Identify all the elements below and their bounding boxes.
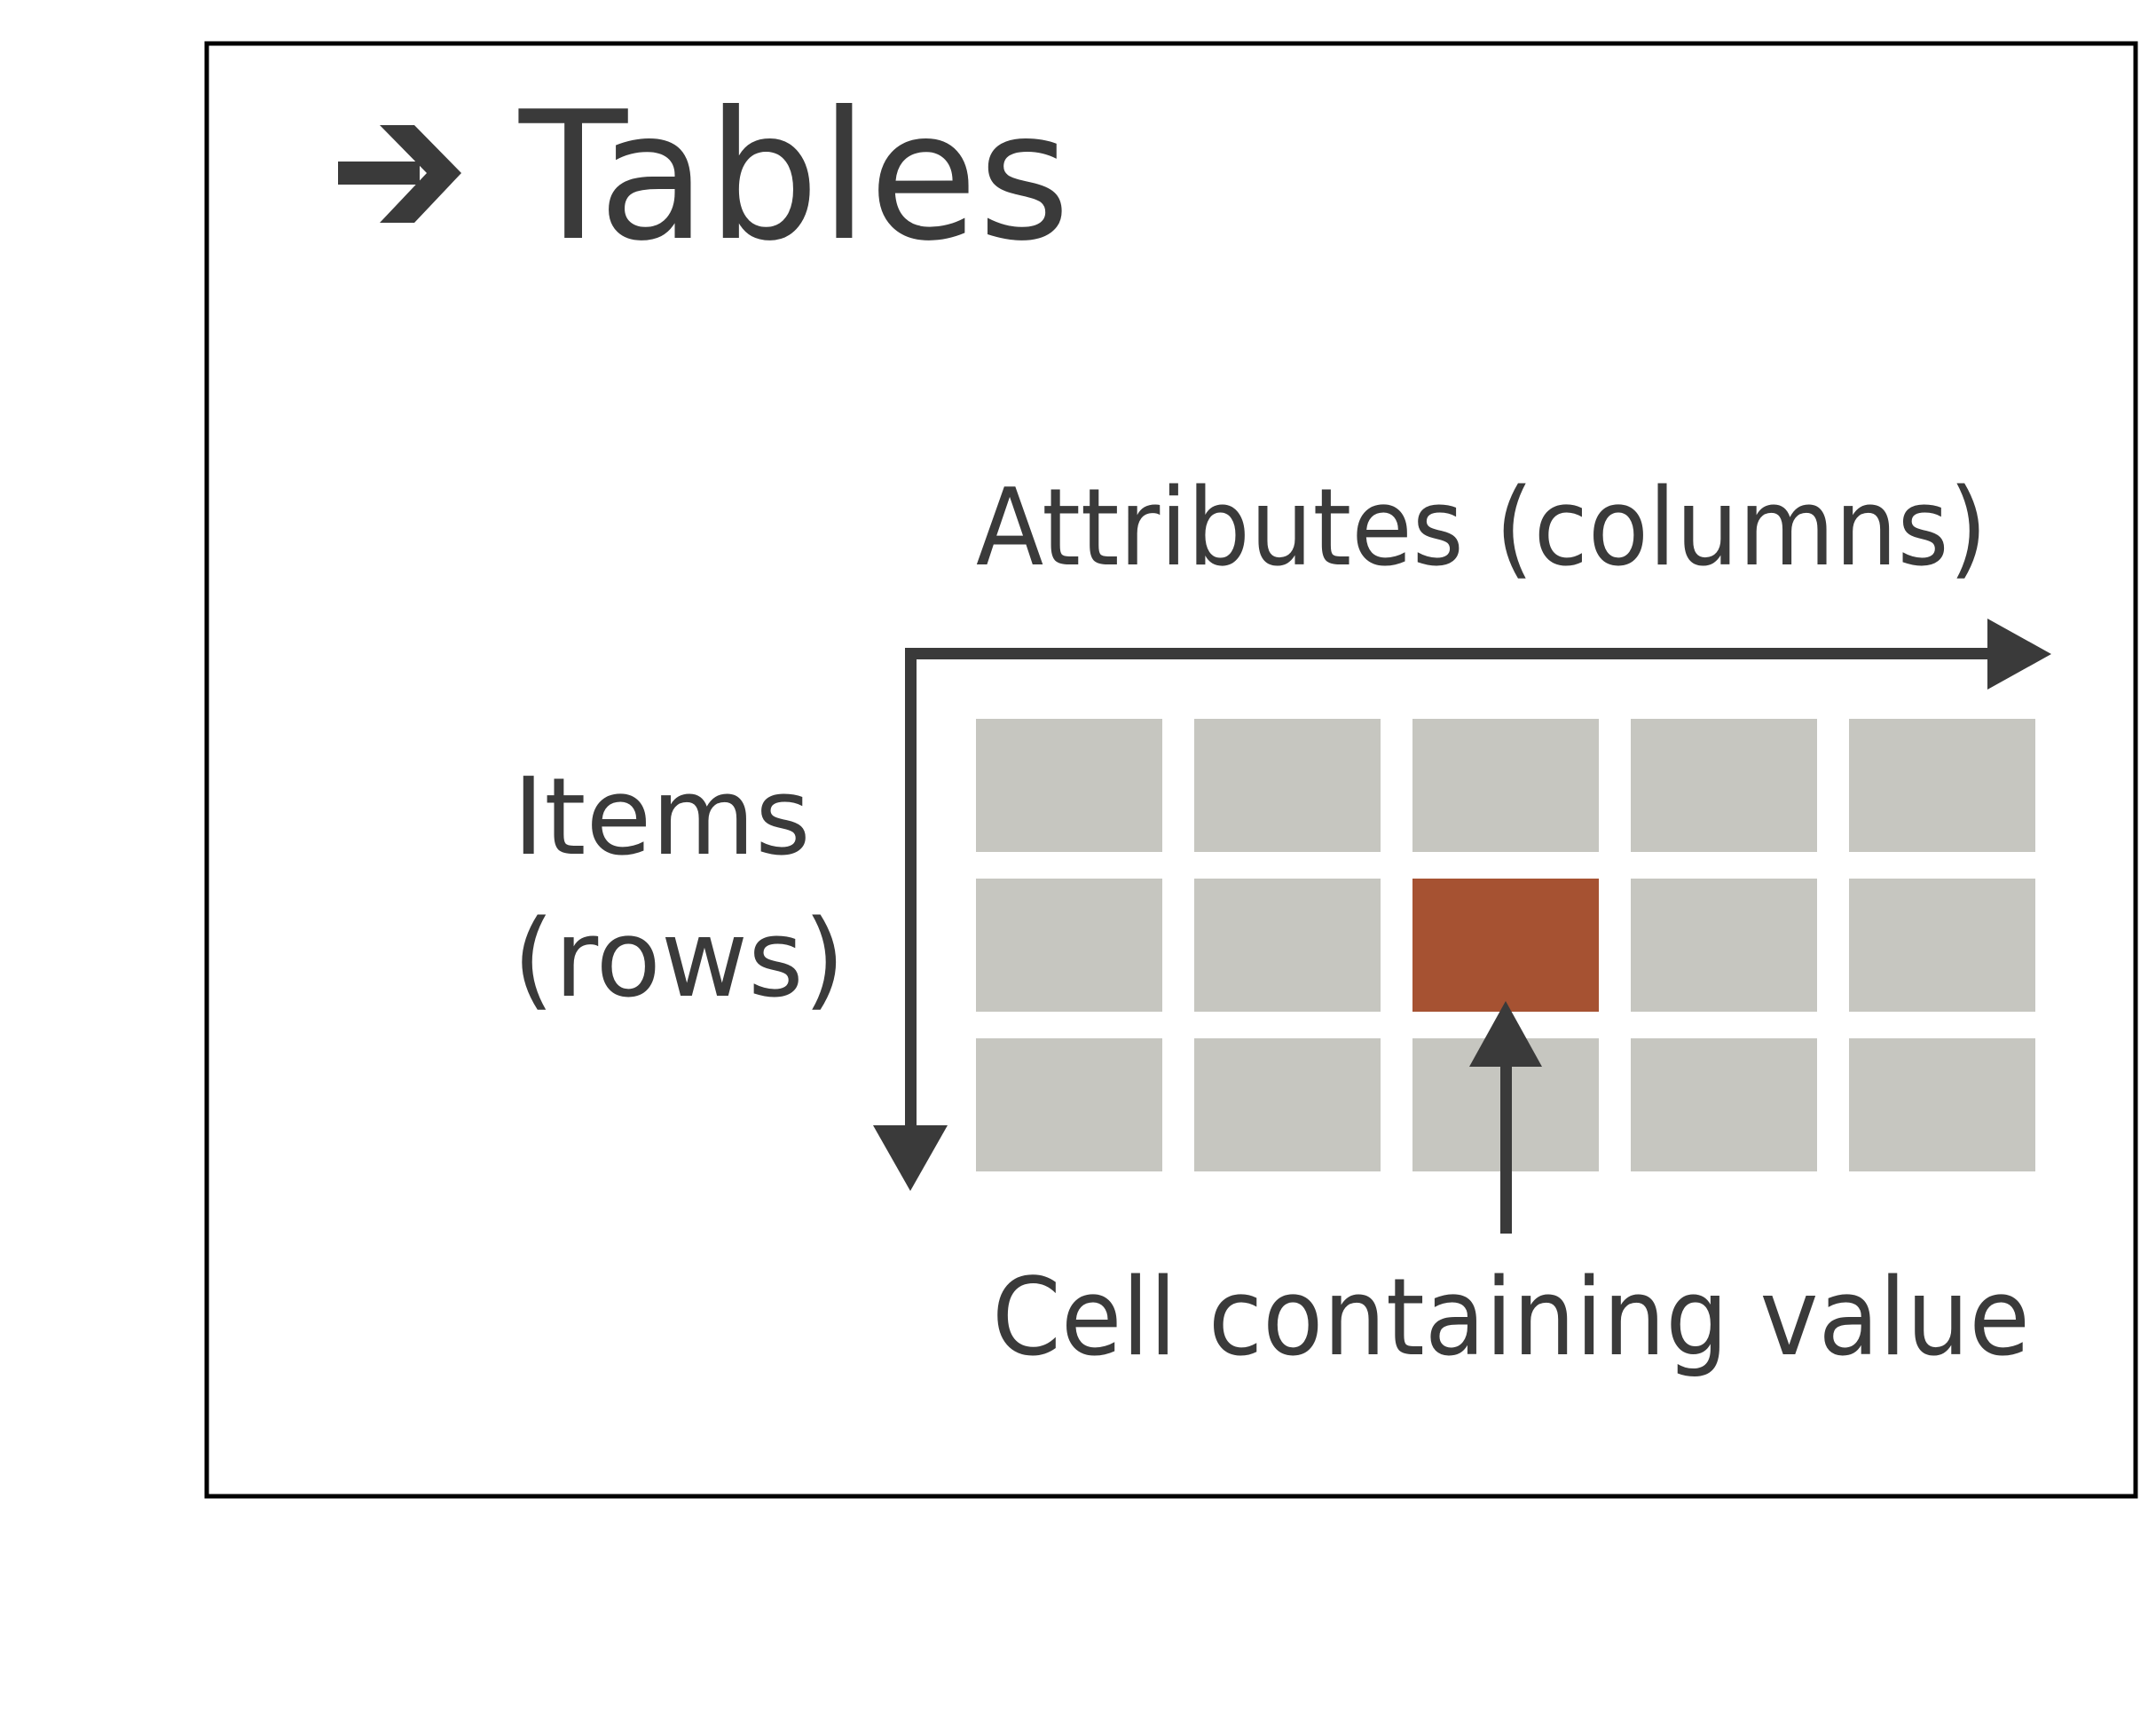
table-cell [1412, 719, 1599, 852]
page-title: Tables [518, 74, 1070, 280]
table-cell [1631, 879, 1817, 1012]
table-cell [1631, 1038, 1817, 1171]
table-grid [976, 719, 2035, 1171]
cell-pointer-arrow [1469, 1001, 1542, 1234]
cell-label: Cell containing value [992, 1257, 2030, 1380]
table-cell [1849, 879, 2035, 1012]
items-label-line-1: Items [513, 756, 811, 879]
diagram-frame [204, 41, 2138, 1499]
arrow-right-icon [338, 125, 461, 223]
attributes-label: Attributes (columns) [976, 467, 1987, 590]
table-cell [1849, 1038, 2035, 1171]
table-cell [1631, 719, 1817, 852]
table-cell [1194, 1038, 1381, 1171]
items-label: Items (rows) [513, 756, 845, 1021]
table-cell [976, 1038, 1162, 1171]
highlighted-cell [1412, 879, 1599, 1012]
table-cell [1194, 879, 1381, 1012]
columns-axis-arrow [905, 619, 2051, 690]
table-cell [976, 719, 1162, 852]
table-cell [1849, 719, 2035, 852]
table-cell [1194, 719, 1381, 852]
items-label-line-2: (rows) [513, 898, 845, 1021]
table-cell [976, 879, 1162, 1012]
rows-axis-arrow [873, 648, 948, 1191]
